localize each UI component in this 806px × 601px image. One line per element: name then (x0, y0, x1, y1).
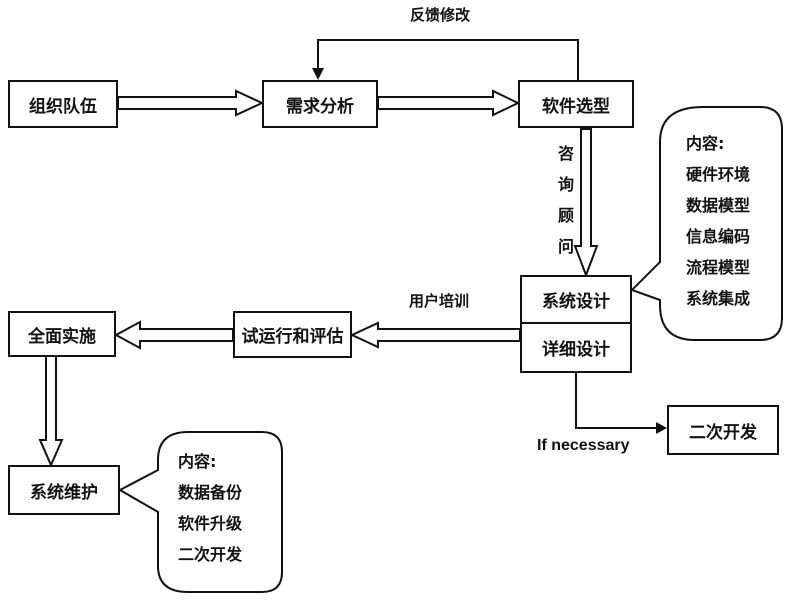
design-contents-heading: 内容: (686, 134, 725, 153)
design-contents-item: 硬件环境 (686, 165, 751, 184)
arrow-trial-to-full (113, 320, 234, 350)
feedback-label: 反馈修改 (410, 6, 471, 24)
node-software-selection: 软件选型 (518, 80, 634, 128)
if-necessary-line (575, 373, 656, 429)
design-contents-list: 内容: 硬件环境 数据模型 信息编码 流程模型 系统集成 (686, 128, 750, 314)
design-contents-item: 流程模型 (686, 258, 751, 277)
arrow-design-to-trial (349, 321, 521, 349)
maintenance-contents-item: 数据备份 (178, 483, 243, 502)
if-necessary-label: If necessary (537, 437, 630, 454)
node-full-implementation: 全面实施 (8, 311, 116, 357)
arrow-requirements-to-selection (377, 89, 521, 117)
arrow-selection-to-design (573, 128, 599, 278)
feedback-loop-line (317, 39, 579, 80)
consulting-char: 询 (557, 175, 574, 194)
node-requirements-analysis: 需求分析 (262, 80, 378, 128)
design-contents-item: 系统集成 (686, 289, 751, 308)
maintenance-callout-bubble (117, 431, 283, 593)
maintenance-contents-item: 软件升级 (178, 514, 243, 533)
maintenance-contents-item: 二次开发 (178, 545, 243, 564)
node-system-maintenance: 系统维护 (8, 465, 120, 515)
consulting-char: 咨 (557, 144, 574, 163)
feedback-arrowhead (312, 68, 324, 80)
consulting-char: 问 (557, 237, 574, 256)
design-contents-item: 数据模型 (686, 196, 751, 215)
node-secondary-development: 二次开发 (667, 405, 779, 455)
if-necessary-arrowhead (656, 422, 667, 434)
arrow-full-to-maintenance (38, 355, 64, 468)
consulting-char: 顾 (557, 206, 574, 225)
design-contents-item: 信息编码 (686, 227, 751, 246)
maintenance-contents-list: 内容: 数据备份 软件升级 二次开发 (178, 446, 242, 570)
node-organize-team: 组织队伍 (8, 80, 118, 128)
arrow-team-to-requirements (117, 89, 265, 117)
maintenance-contents-heading: 内容: (178, 452, 217, 471)
node-system-design: 系统设计 (520, 275, 632, 324)
consulting-label: 咨 询 顾 问 (556, 138, 576, 262)
node-trial-run: 试运行和评估 (233, 311, 352, 358)
node-detailed-design: 详细设计 (520, 322, 632, 373)
user-training-label: 用户培训 (409, 292, 470, 310)
design-callout-bubble (630, 106, 783, 341)
